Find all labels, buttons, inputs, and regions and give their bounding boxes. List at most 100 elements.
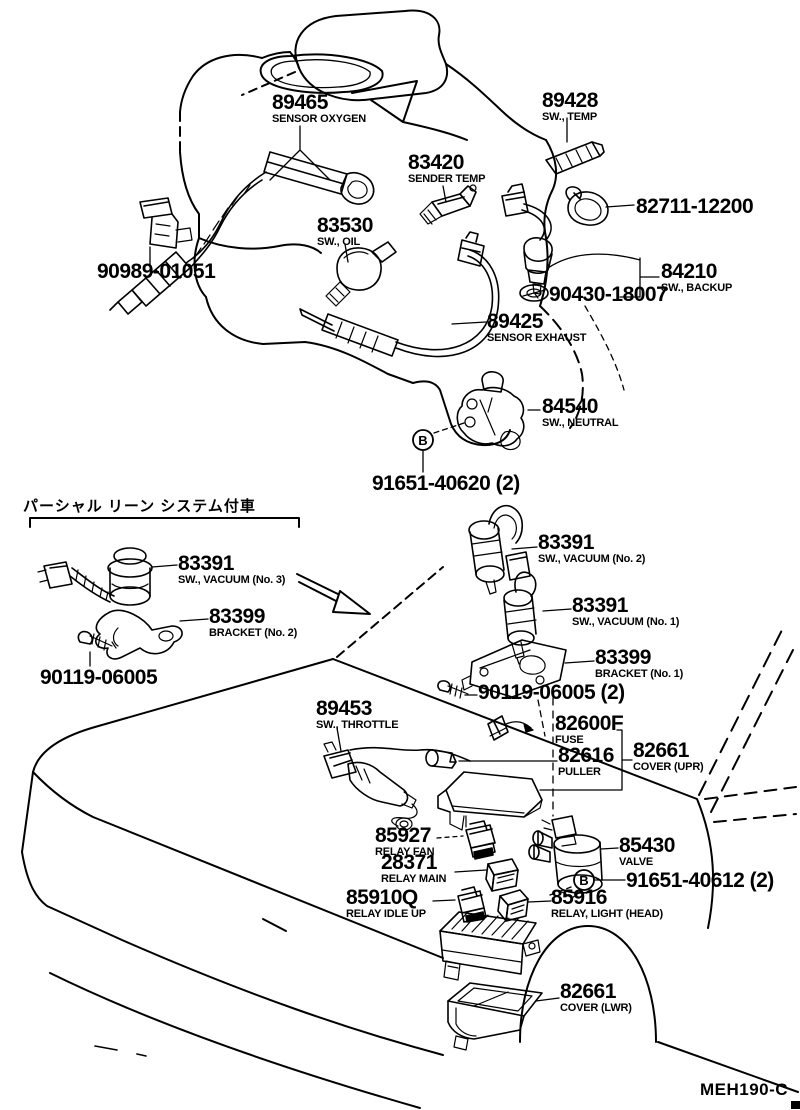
clamp-drawing bbox=[565, 186, 609, 226]
part-desc: RELAY FAN bbox=[375, 846, 435, 858]
vacuum-switch-2-drawing bbox=[468, 504, 531, 595]
part-number: 90119-06005 bbox=[40, 666, 158, 689]
part-number: 85910Q bbox=[346, 886, 418, 909]
part-desc: FUSE bbox=[555, 734, 584, 746]
upper-cover-drawing bbox=[437, 771, 543, 831]
temp-sender-drawing bbox=[419, 184, 477, 225]
part-desc: SENDER TEMP bbox=[408, 173, 486, 185]
part-label-90119: 90119-06005 bbox=[40, 666, 158, 689]
pointer-arrow bbox=[296, 573, 371, 615]
part-desc: COVER (UPR) bbox=[633, 761, 704, 773]
marker-b-1-letter: B bbox=[418, 433, 427, 448]
idle-up-relay-drawing bbox=[457, 886, 487, 923]
vsv-valve-drawing bbox=[528, 815, 603, 899]
part-label-82711: 82711-12200 bbox=[636, 195, 754, 218]
part-desc: BRACKET (No. 2) bbox=[209, 627, 298, 639]
part-number: 90989-01051 bbox=[97, 260, 216, 283]
part-desc: RELAY IDLE UP bbox=[346, 908, 426, 920]
part-desc: SENSOR OXYGEN bbox=[272, 113, 366, 125]
marker-b-2-letter: B bbox=[579, 873, 588, 888]
part-desc: SW., BACKUP bbox=[661, 282, 733, 294]
part-number: 91651-40620 (2) bbox=[372, 472, 520, 495]
leader-lines bbox=[89, 117, 660, 1002]
mounting-bracket-small-drawing bbox=[139, 197, 193, 249]
vacuum-switch-3-assembly-drawing bbox=[37, 547, 183, 660]
part-number: 83391 bbox=[538, 531, 594, 554]
oxygen-sensor-drawing bbox=[109, 151, 375, 315]
main-relay-drawing bbox=[485, 858, 519, 892]
part-number: 83420 bbox=[408, 151, 464, 174]
backup-switch-drawing bbox=[501, 183, 553, 299]
part-number: 82661 bbox=[560, 980, 616, 1003]
part-desc: SW., THROTTLE bbox=[316, 719, 399, 731]
part-desc: SW., VACUUM (No. 2) bbox=[538, 553, 646, 565]
bolt-2-drawing bbox=[437, 680, 469, 699]
part-label-90119-2: 90119-06005 (2) bbox=[478, 682, 625, 703]
bracket-1-drawing bbox=[461, 639, 567, 698]
drawing-code: MEH190-C bbox=[700, 1080, 789, 1099]
neutral-switch-drawing bbox=[456, 371, 525, 451]
part-number: 91651-40612 (2) bbox=[626, 869, 774, 892]
fan-relay-drawing bbox=[465, 820, 496, 860]
engine-drawing bbox=[179, 9, 584, 447]
headlight-relay-drawing bbox=[497, 889, 529, 922]
part-number: 89428 bbox=[542, 89, 598, 112]
part-number: 90430-18007 bbox=[549, 283, 668, 306]
part-number: 85916 bbox=[551, 886, 607, 909]
part-number: 89425 bbox=[487, 310, 543, 333]
note-bracket bbox=[29, 517, 300, 528]
part-desc: SW., OIL bbox=[317, 236, 361, 248]
washer-grommet-drawing bbox=[519, 284, 549, 302]
part-number: 82616 bbox=[558, 744, 614, 767]
puller-drawing bbox=[425, 749, 457, 769]
part-desc: RELAY MAIN bbox=[381, 873, 447, 885]
part-desc: BRACKET (No. 1) bbox=[595, 668, 684, 680]
marker-b-2: B bbox=[573, 869, 595, 891]
part-label-90430: 90430-18007 bbox=[549, 283, 668, 306]
throttle-switch-drawing bbox=[323, 741, 418, 831]
exhaust-sensor-drawing bbox=[299, 231, 500, 358]
lower-cover-drawing bbox=[447, 982, 543, 1051]
part-desc: SENSOR EXHAUST bbox=[487, 332, 587, 344]
part-desc: RELAY, LIGHT (HEAD) bbox=[551, 908, 663, 920]
part-desc: SW., VACUUM (No. 3) bbox=[178, 574, 286, 586]
part-number: 83530 bbox=[317, 214, 373, 237]
part-number: 28371 bbox=[381, 851, 437, 874]
part-number: 90119-06005 (2) bbox=[478, 681, 625, 704]
part-number: 83391 bbox=[572, 594, 628, 617]
fuse-drawing bbox=[487, 715, 509, 741]
part-desc: SW., VACUUM (No. 1) bbox=[572, 616, 680, 628]
part-number: 82711-12200 bbox=[636, 195, 754, 218]
part-number: 89465 bbox=[272, 91, 328, 114]
part-number: 83399 bbox=[595, 646, 651, 669]
part-label-90989: 90989-01051 bbox=[97, 260, 216, 283]
part-number: 85927 bbox=[375, 824, 431, 847]
car-body-drawing bbox=[21, 566, 799, 1109]
part-label-91651-40612: 91651-40612 (2) bbox=[626, 870, 774, 891]
part-number: 82600F bbox=[555, 712, 624, 735]
temp-switch-drawing bbox=[545, 141, 605, 175]
note-japanese: パーシャル リーン システム付車 bbox=[23, 498, 256, 515]
part-desc: VALVE bbox=[619, 856, 654, 868]
part-number: 84540 bbox=[542, 395, 598, 418]
marker-b-1: B bbox=[412, 429, 434, 451]
page-corner-mark bbox=[791, 1101, 800, 1109]
